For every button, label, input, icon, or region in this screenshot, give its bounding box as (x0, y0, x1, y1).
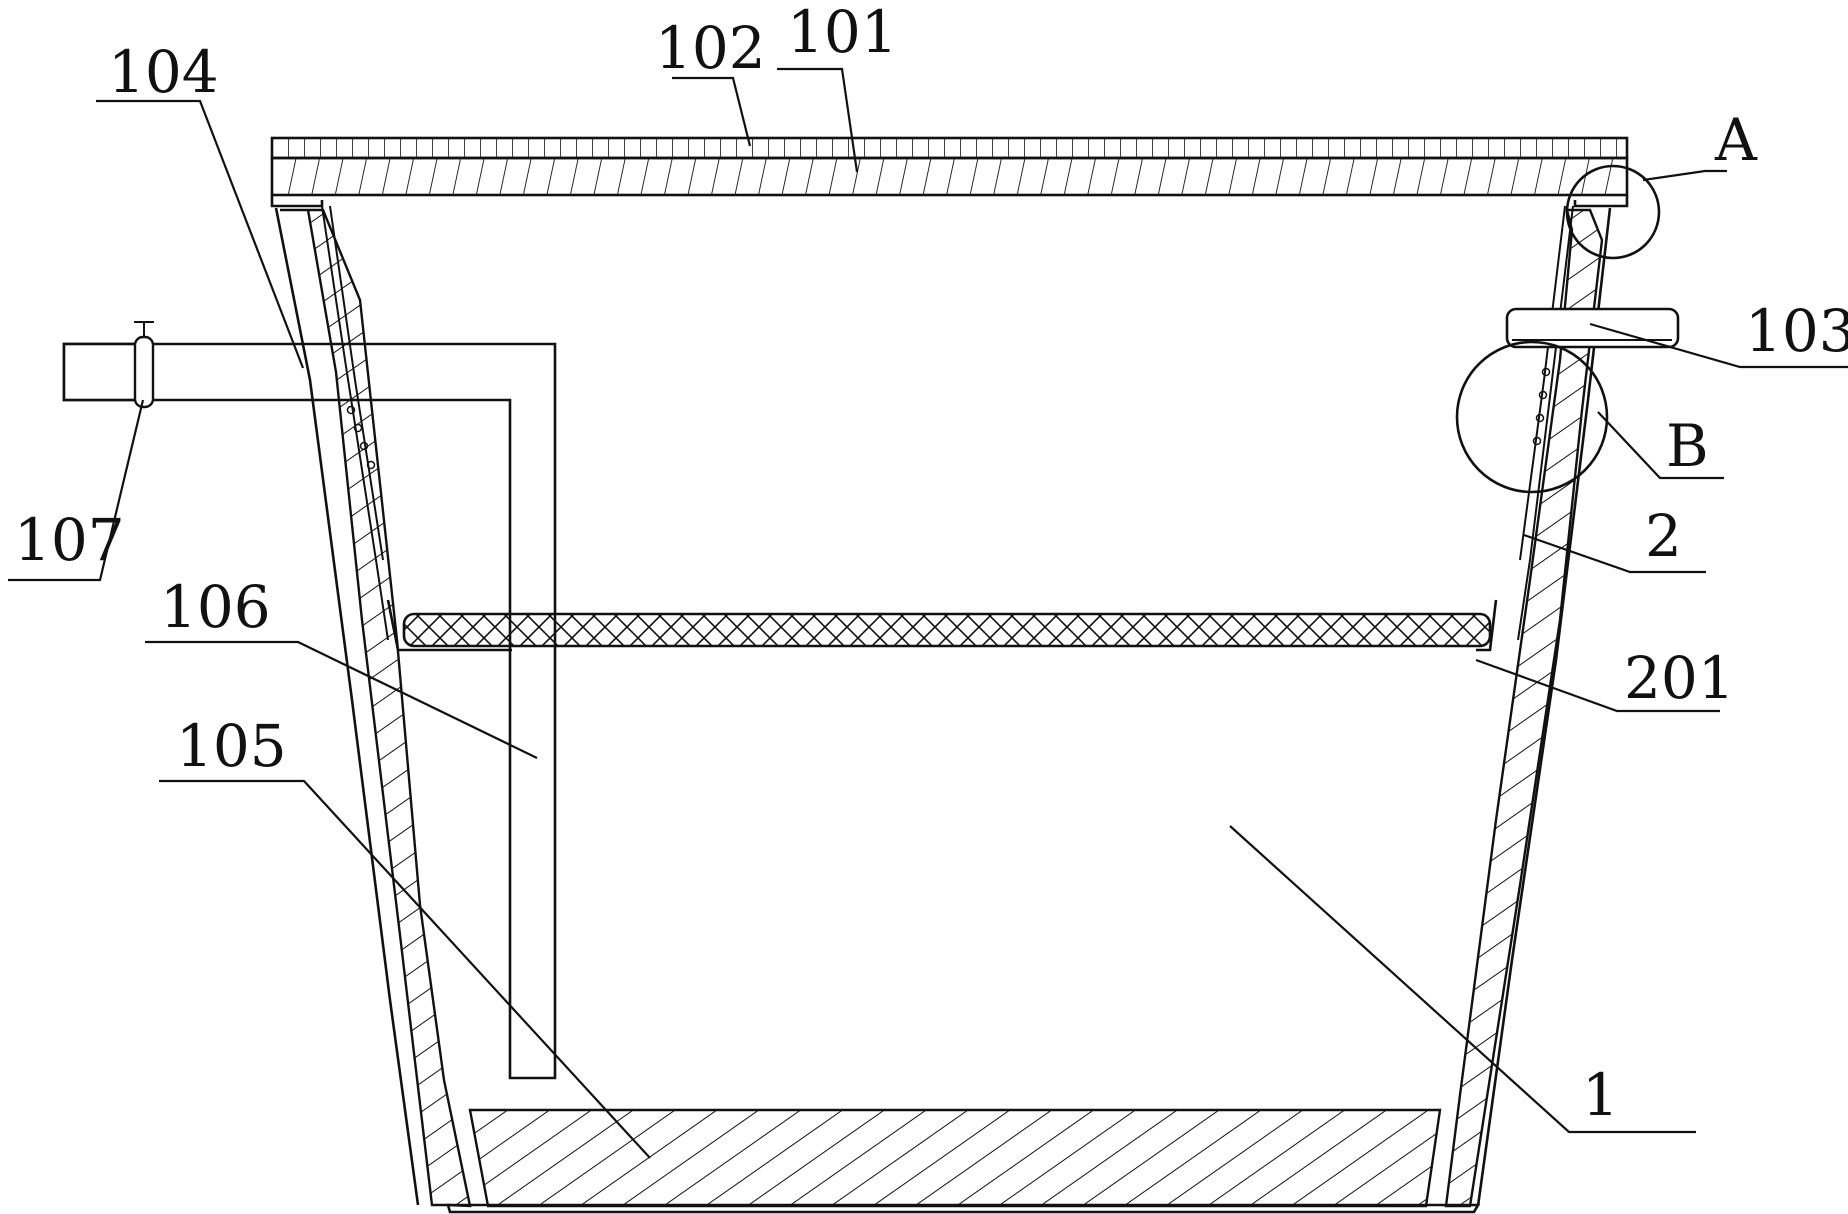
label-A: A (1714, 106, 1758, 174)
label-101: 101 (787, 0, 898, 66)
label-B: B (1666, 412, 1709, 480)
lid-top-layer-102 (270, 136, 1629, 160)
bottom-base-105 (468, 1108, 1442, 1208)
label-102: 102 (655, 14, 766, 82)
left-wall (280, 208, 472, 1208)
label-103: 103 (1745, 297, 1848, 365)
label-106: 106 (160, 573, 271, 641)
label-201: 201 (1624, 644, 1735, 712)
detail-circle-A (1565, 164, 1661, 260)
valve-107[interactable] (133, 321, 155, 409)
pipe-104 (62, 321, 1551, 1080)
label-104: 104 (108, 38, 219, 106)
leader-lines (8, 67, 1848, 1159)
lid-body-101 (270, 156, 1629, 197)
lid (270, 136, 1629, 208)
label-2: 2 (1645, 502, 1682, 570)
label-107: 107 (14, 506, 125, 574)
label-105: 105 (176, 712, 287, 780)
tank-body-1 (274, 205, 1612, 1214)
filter-plate-201 (386, 599, 1498, 652)
label-1: 1 (1582, 1061, 1619, 1129)
detail-circle-B (1455, 340, 1609, 494)
labels: 102 101 104 A 103 B 107 2 106 201 105 1 (14, 0, 1848, 1129)
